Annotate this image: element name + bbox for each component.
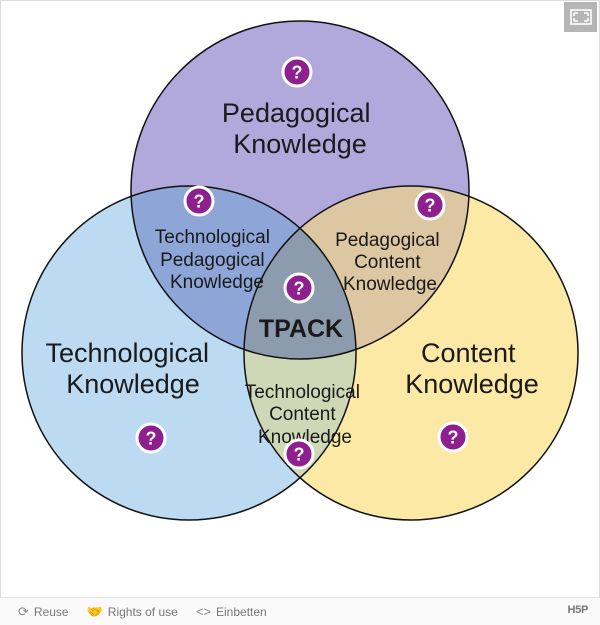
hotspot-pedagogical[interactable]: ? bbox=[281, 56, 313, 88]
hotspot-tpk[interactable]: ? bbox=[183, 185, 215, 217]
hotspot-pck[interactable]: ? bbox=[414, 189, 446, 221]
question-icon: ? bbox=[194, 192, 205, 212]
hotspot-content[interactable]: ? bbox=[437, 421, 469, 453]
content-outline bbox=[243, 185, 579, 521]
hotspot-technological[interactable]: ? bbox=[135, 422, 167, 454]
tpk-label: Technological Pedagogical Knowledge bbox=[155, 227, 275, 293]
question-icon: ? bbox=[294, 445, 305, 465]
technological-knowledge-label: Technological Knowledge bbox=[45, 338, 216, 399]
question-icon: ? bbox=[294, 279, 305, 299]
hotspot-tpack[interactable]: ? bbox=[283, 272, 315, 304]
reuse-button[interactable]: ⟳ Reuse bbox=[18, 604, 69, 620]
code-icon: <> bbox=[195, 604, 212, 619]
question-icon: ? bbox=[292, 63, 303, 83]
tpack-center-region bbox=[244, 186, 356, 359]
handshake-icon: 🤝 bbox=[86, 603, 103, 619]
rights-of-use-button[interactable]: 🤝 Rights of use bbox=[87, 604, 178, 620]
h5p-logo[interactable]: H5P bbox=[567, 604, 589, 616]
embed-label: Einbetten bbox=[216, 604, 267, 619]
h5p-footer: ⟳ Reuse 🤝 Rights of use <> Einbetten H5P bbox=[0, 597, 600, 625]
question-icon: ? bbox=[146, 429, 157, 449]
pedagogical-knowledge-label: Pedagogical Knowledge bbox=[222, 98, 378, 159]
tpack-venn-diagram: Pedagogical Knowledge Technological Know… bbox=[21, 20, 579, 521]
rights-of-use-label: Rights of use bbox=[107, 604, 178, 619]
reuse-label: Reuse bbox=[33, 604, 69, 619]
fullscreen-icon bbox=[569, 9, 592, 25]
question-icon: ? bbox=[448, 428, 459, 448]
fullscreen-button[interactable] bbox=[564, 2, 597, 32]
technological-outline bbox=[21, 185, 357, 521]
pck-label: Pedagogical Content Knowledge bbox=[335, 230, 445, 295]
content-knowledge-label: Content Knowledge bbox=[405, 338, 539, 399]
tck-label: Technological Content Knowledge bbox=[245, 382, 365, 448]
embed-button[interactable]: <> Einbetten bbox=[196, 604, 267, 619]
reuse-icon: ⟳ bbox=[18, 603, 29, 619]
hotspot-tck[interactable]: ? bbox=[283, 438, 315, 470]
tpack-label: TPACK bbox=[259, 315, 343, 343]
pedagogical-outline bbox=[130, 20, 470, 360]
question-icon: ? bbox=[425, 196, 436, 216]
